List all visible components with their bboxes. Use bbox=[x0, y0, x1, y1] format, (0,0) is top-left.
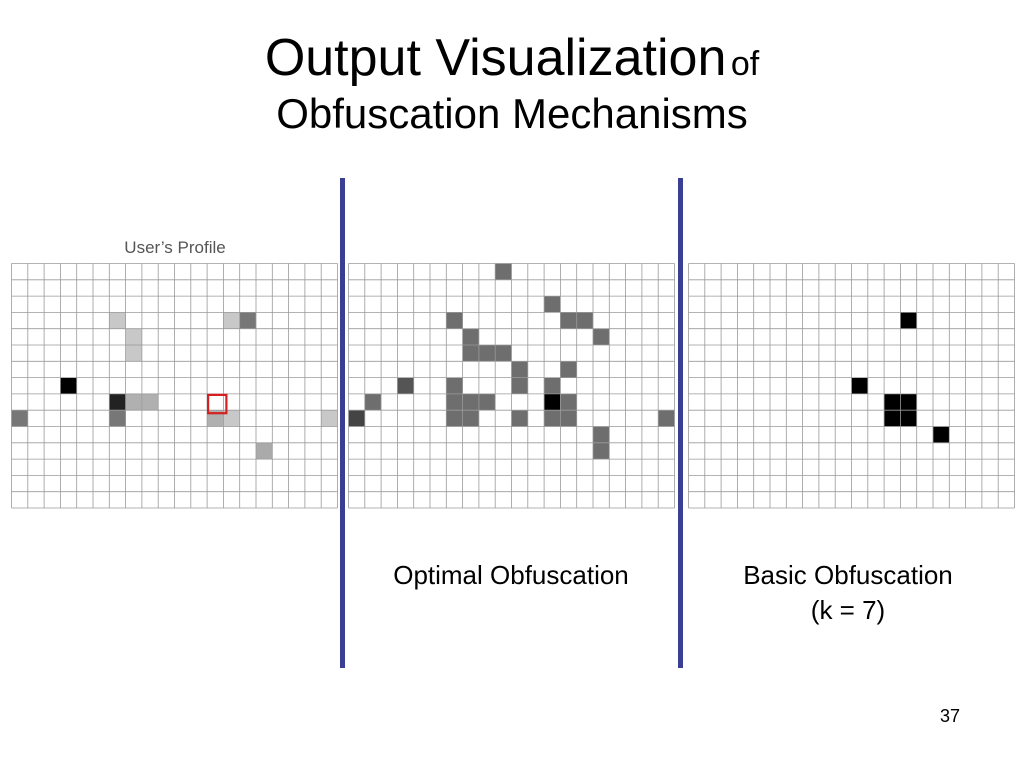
basic-cell bbox=[900, 312, 917, 329]
basic-cell bbox=[884, 410, 901, 427]
page-number: 37 bbox=[939, 706, 961, 726]
profile-cell bbox=[109, 312, 126, 329]
optimal-cell bbox=[495, 263, 512, 280]
profile-cell bbox=[223, 312, 240, 329]
optimal-caption: Optimal Obfuscation bbox=[348, 558, 674, 593]
title-line-1: Output Visualization of bbox=[0, 28, 1024, 89]
optimal-cell bbox=[544, 296, 561, 313]
optimal-cell bbox=[397, 377, 414, 394]
optimal-cell bbox=[544, 393, 561, 411]
optimal-cell bbox=[658, 410, 675, 427]
slide-title: Output Visualization of Obfuscation Mech… bbox=[0, 28, 1024, 139]
profile-highlight-cell bbox=[207, 393, 228, 415]
profile-cell bbox=[125, 345, 142, 362]
optimal-cell bbox=[446, 393, 463, 411]
optimal-cell bbox=[478, 345, 496, 362]
basic-caption-line-1: Basic Obfuscation bbox=[743, 560, 953, 590]
profile-cell bbox=[321, 410, 338, 427]
optimal-obfuscation-grid bbox=[348, 263, 675, 509]
optimal-cell bbox=[560, 361, 577, 378]
basic-caption-line-2: (k = 7) bbox=[810, 595, 886, 626]
optimal-cell bbox=[560, 410, 577, 427]
profile-cell bbox=[239, 312, 256, 329]
profile-cell bbox=[256, 442, 273, 460]
optimal-cell bbox=[462, 345, 479, 362]
optimal-cell bbox=[462, 410, 479, 427]
optimal-cell bbox=[462, 328, 479, 345]
optimal-cell bbox=[544, 410, 561, 427]
profile-cell bbox=[125, 328, 142, 345]
optimal-cell bbox=[364, 393, 382, 411]
title-of: of bbox=[730, 45, 760, 83]
optimal-cell bbox=[576, 312, 593, 329]
profile-cell bbox=[11, 410, 28, 427]
optimal-cell bbox=[511, 377, 528, 394]
optimal-cell bbox=[593, 328, 610, 345]
optimal-cell bbox=[348, 410, 365, 427]
title-line-2: Obfuscation Mechanisms bbox=[276, 90, 748, 138]
optimal-cell bbox=[544, 377, 561, 394]
basic-cell bbox=[851, 377, 868, 394]
basic-cell bbox=[884, 393, 901, 411]
basic-cell bbox=[900, 393, 917, 411]
basic-cell bbox=[900, 410, 917, 427]
title-main: Output Visualization bbox=[264, 29, 727, 87]
profile-label: User’s Profile bbox=[124, 238, 226, 257]
optimal-cell bbox=[511, 361, 528, 378]
divider-right bbox=[678, 178, 683, 668]
profile-cell bbox=[60, 377, 77, 394]
profile-cell bbox=[109, 393, 126, 411]
profile-cell bbox=[109, 410, 126, 427]
optimal-cell bbox=[511, 410, 528, 427]
profile-grid bbox=[11, 263, 338, 509]
optimal-cell bbox=[593, 426, 610, 443]
optimal-cell bbox=[478, 393, 496, 411]
optimal-cell bbox=[593, 442, 610, 460]
optimal-cell bbox=[495, 345, 512, 362]
optimal-cell bbox=[560, 393, 577, 411]
optimal-cell bbox=[560, 312, 577, 329]
profile-cell bbox=[141, 393, 159, 411]
optimal-cell bbox=[446, 312, 463, 329]
basic-caption: Basic Obfuscation (k = 7) bbox=[688, 558, 1008, 628]
optimal-cell bbox=[446, 410, 463, 427]
optimal-cell bbox=[462, 393, 479, 411]
basic-cell bbox=[933, 426, 950, 443]
optimal-caption-text: Optimal Obfuscation bbox=[393, 560, 629, 590]
profile-cell bbox=[125, 393, 142, 411]
optimal-cell bbox=[446, 377, 463, 394]
divider-left bbox=[340, 178, 345, 668]
basic-obfuscation-grid bbox=[688, 263, 1015, 509]
